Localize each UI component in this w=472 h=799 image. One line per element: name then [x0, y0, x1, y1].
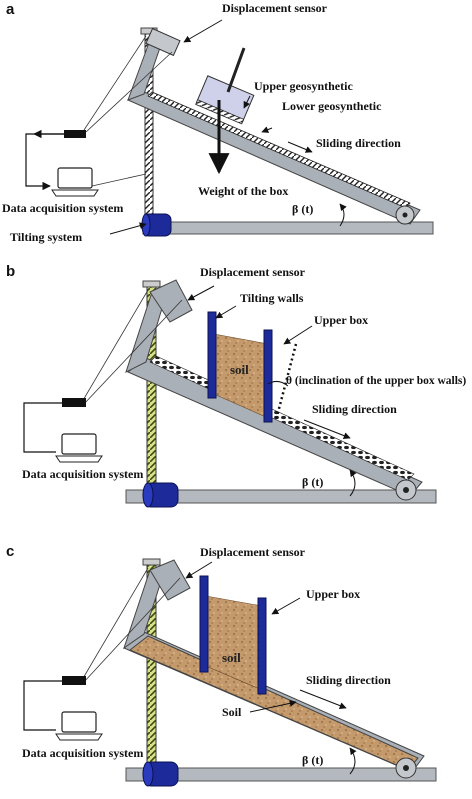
daq-module-c	[62, 676, 86, 685]
label-upper-geosynthetic-a: Upper geosynthetic	[254, 79, 353, 93]
label-displacement-sensor-a: Displacement sensor	[222, 1, 328, 15]
tilting-wire-a	[91, 173, 147, 187]
arrow-displacement-c	[185, 561, 213, 579]
label-beta-a: β (t)	[292, 202, 313, 216]
arrow-upper-box-b	[283, 325, 313, 345]
laptop-icon-b	[55, 433, 103, 463]
base-plate-b	[125, 489, 437, 504]
upper-box-wall-right-c	[257, 597, 267, 695]
arrow-upper-geo-a	[243, 95, 251, 109]
hinge-pin-b	[403, 487, 409, 493]
soil-label-box-c: soil	[222, 650, 241, 665]
label-sliding-direction-c: Sliding direction	[306, 673, 391, 687]
label-upper-box-b: Upper box	[314, 313, 368, 327]
label-displacement-sensor-c: Displacement sensor	[200, 545, 306, 559]
upper-box-wall-left-c	[199, 575, 209, 673]
sensor-wire-b2	[83, 299, 183, 405]
daq-line-b	[23, 402, 62, 453]
panel-c: c soil Displacement sensor Upper box	[6, 543, 437, 787]
laptop-icon-c	[55, 711, 103, 741]
label-displacement-sensor-b: Displacement sensor	[200, 265, 306, 279]
beta-arc-b	[349, 469, 357, 497]
label-beta-b: β (t)	[302, 475, 323, 489]
label-tilting-system-a: Tilting system	[10, 230, 82, 244]
tilting-wall-right-b	[263, 329, 273, 423]
tilting-wall-left-b	[207, 311, 217, 399]
theta-dotted-b	[274, 343, 298, 421]
hinge-pin-c	[403, 765, 409, 771]
arrow-upper-box-c	[271, 597, 301, 615]
daq-module-b	[62, 398, 86, 407]
arrow-sliding-b	[303, 419, 351, 439]
arrow-displacement-a	[183, 19, 223, 43]
arrow-lower-geo-a	[261, 126, 273, 133]
hinge-pin-a	[402, 212, 408, 218]
lower-geosynthetic-strip-a	[147, 91, 411, 209]
motor-end-b	[142, 482, 154, 508]
beta-arc-a	[339, 203, 347, 227]
label-daq-b: Data acquisition system	[22, 467, 143, 481]
label-daq-a: Data acquisition system	[2, 201, 123, 215]
label-sliding-direction-a: Sliding direction	[316, 136, 401, 150]
theta-arc-b	[267, 380, 289, 387]
panel-letter-b: b	[6, 263, 15, 280]
sensor-arm-b	[149, 279, 193, 323]
sensor-wire-c1	[81, 567, 149, 681]
arrow-tilting-walls-b	[215, 305, 237, 319]
soil-label-b: soil	[230, 362, 249, 377]
sensor-wire-a2	[85, 51, 173, 133]
panel-b: b soil Displacement sensor T	[6, 263, 466, 508]
label-beta-c: β (t)	[302, 753, 323, 767]
sensor-wire-c2	[83, 577, 181, 683]
panel-letter-c: c	[6, 543, 14, 560]
label-daq-c: Data acquisition system	[22, 746, 143, 760]
label-soil-c: Soil	[222, 705, 242, 719]
arrow-tilting-a	[109, 222, 147, 235]
label-lower-geosynthetic-a: Lower geosynthetic	[282, 99, 382, 113]
laptop-icon-a	[51, 167, 99, 197]
sensor-wire-b1	[81, 289, 149, 403]
box-rod-a	[226, 47, 246, 93]
motor-end-c	[142, 761, 154, 787]
daq-module-a	[64, 130, 86, 138]
arrow-displacement-b	[187, 285, 215, 301]
daq-line-c	[23, 680, 62, 731]
base-plate-a	[142, 221, 434, 235]
label-theta-b: θ (inclination of the upper box walls)	[286, 375, 466, 387]
sensor-arm-c	[149, 559, 191, 601]
rod-cap-c	[142, 558, 161, 566]
label-sliding-direction-b: Sliding direction	[312, 402, 397, 416]
label-tilting-walls-b: Tilting walls	[240, 291, 304, 305]
beta-arc-c	[349, 747, 357, 775]
ramp-soil-fill-c	[129, 635, 419, 771]
sensor-wire-a1	[83, 35, 147, 131]
panel-letter-a: a	[6, 1, 15, 18]
label-upper-box-c: Upper box	[306, 587, 360, 601]
displacement-sensor-a	[145, 27, 181, 57]
panel-a: a	[2, 1, 434, 244]
arrow-soil-c	[249, 699, 297, 713]
arrow-sliding-a	[287, 141, 313, 153]
arrow-sliding-c	[299, 689, 347, 709]
label-weight-a: Weight of the box	[198, 184, 288, 198]
base-plate-c	[125, 767, 437, 782]
rod-cap-b	[142, 280, 161, 288]
